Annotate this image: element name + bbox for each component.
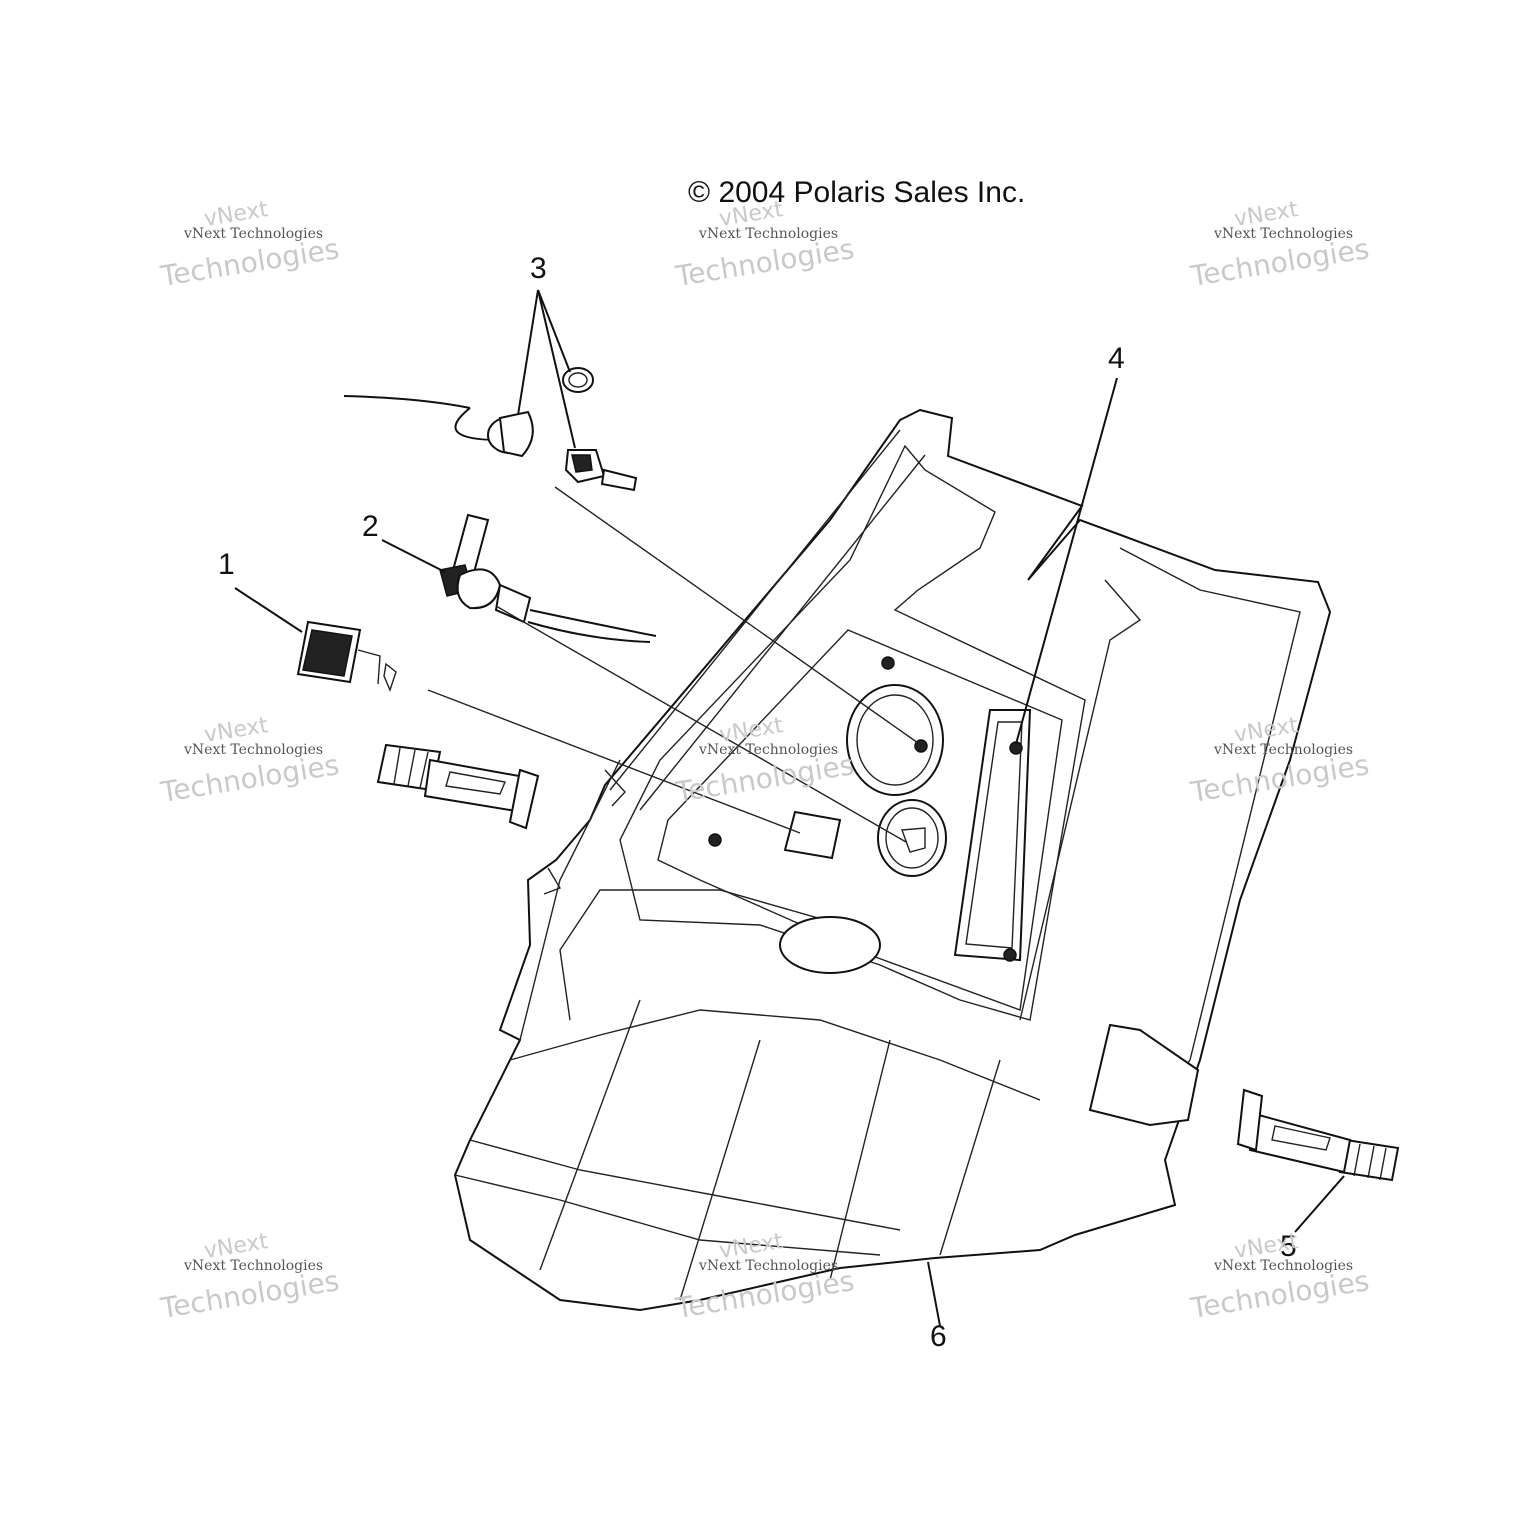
connector-part xyxy=(439,513,657,643)
strap-left xyxy=(376,743,540,830)
switch-part xyxy=(296,620,397,692)
callout-5: 5 xyxy=(1280,1230,1297,1263)
callout-2: 2 xyxy=(362,510,379,543)
socket-part xyxy=(343,367,638,492)
leader-lines xyxy=(234,289,1345,1327)
callout-3: 3 xyxy=(530,252,547,285)
callout-6: 6 xyxy=(930,1320,947,1353)
callout-1: 1 xyxy=(218,548,235,581)
copyright-text: © 2004 Polaris Sales Inc. xyxy=(688,176,1026,209)
strap-right xyxy=(1236,1088,1400,1182)
console-panel xyxy=(453,408,1332,1312)
callout-4: 4 xyxy=(1108,342,1125,375)
